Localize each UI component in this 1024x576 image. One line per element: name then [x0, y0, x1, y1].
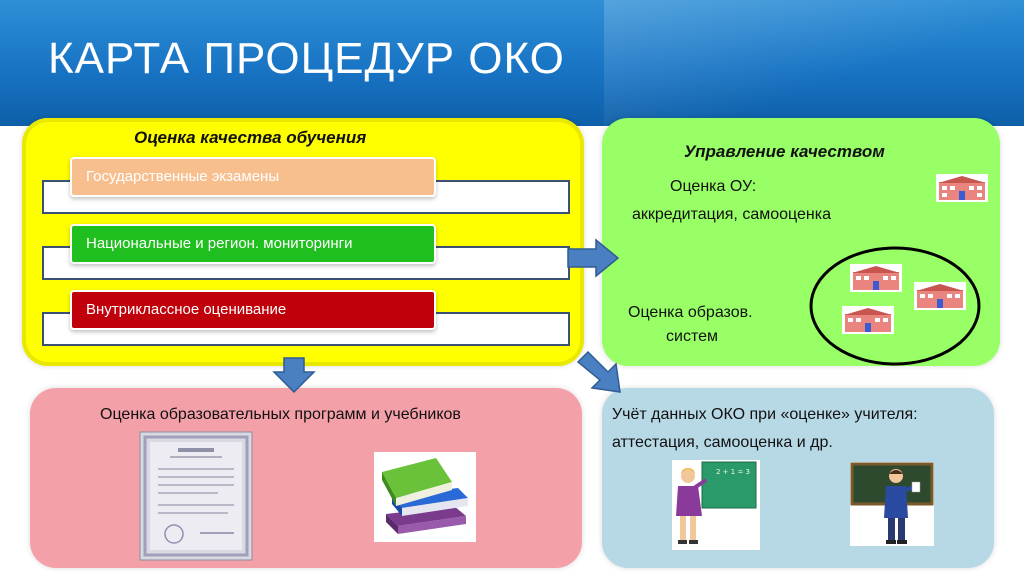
item-classroom-assessment: Внутриклассное оценивание [70, 290, 436, 330]
arrow-diagonal-icon [576, 350, 621, 393]
school-assessment-label: Оценка ОУ: [670, 178, 757, 195]
quality-of-learning-heading: Оценка качества обучения [134, 128, 367, 147]
school-building-icon [850, 264, 902, 292]
teacher-man-icon [850, 462, 934, 546]
title-bar-shine [604, 0, 1024, 126]
books-icon [374, 452, 476, 542]
quality-management-heading: Управление качеством [684, 142, 885, 161]
teacher-woman-icon: 2 + 1 = 3 [672, 460, 760, 550]
page-title: КАРТА ПРОЦЕДУР ОКО [48, 34, 565, 83]
teachers-label-1: Учёт данных ОКО при «оценке» учителя: [612, 406, 918, 423]
item-monitoring: Национальные и регион. мониторинги [70, 224, 436, 264]
quality-management-panel [602, 118, 1000, 366]
accreditation-label: аккредитация, самооценка [632, 206, 831, 223]
certificate-icon [139, 431, 253, 561]
title-bar: КАРТА ПРОЦЕДУР ОКО [0, 0, 1024, 126]
programs-panel [30, 388, 582, 568]
arrow-right-icon [567, 238, 620, 278]
programs-label: Оценка образовательных программ и учебни… [100, 406, 461, 423]
arrow-down-icon [272, 357, 316, 394]
school-group-ellipse [809, 246, 981, 366]
board-text: 2 + 1 = 3 [716, 468, 750, 476]
system-assessment-label: Оценка образов. [628, 304, 753, 321]
system-assessment-label-2: систем [666, 328, 718, 345]
school-building-icon [936, 174, 988, 202]
school-building-icon [842, 306, 894, 334]
item-state-exams: Государственные экзамены [70, 157, 436, 197]
teachers-label-2: аттестация, самооценка и др. [612, 434, 833, 451]
school-building-icon [914, 282, 966, 310]
